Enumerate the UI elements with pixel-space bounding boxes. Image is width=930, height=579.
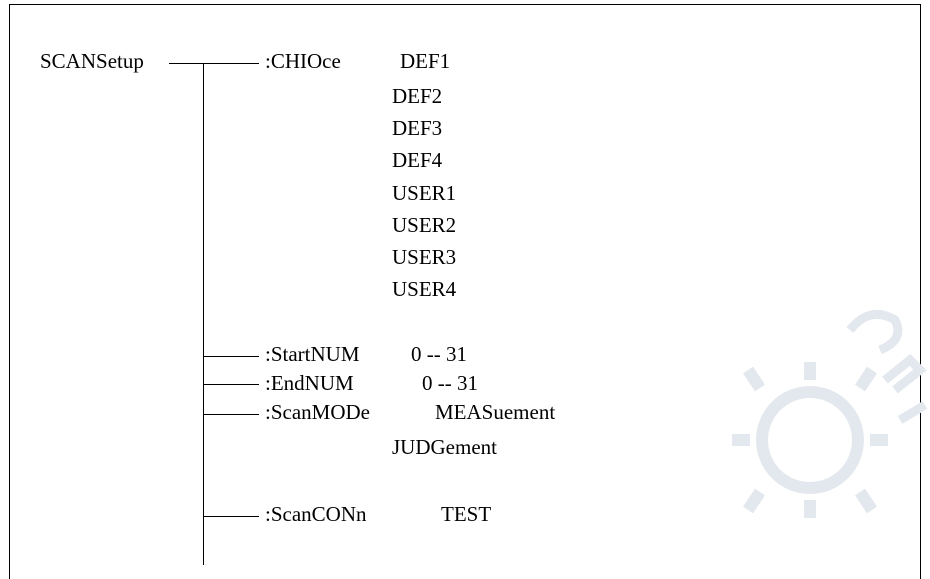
chioce-option-user1: USER1 bbox=[392, 181, 457, 205]
command-scanmode: :ScanMODe bbox=[265, 400, 370, 424]
command-scanconn: :ScanCONn bbox=[265, 502, 367, 526]
root-connector bbox=[169, 63, 204, 64]
chioce-option-user3: USER3 bbox=[392, 245, 457, 269]
tree-trunk bbox=[203, 63, 204, 565]
branch-scanconn bbox=[203, 516, 259, 517]
scanmode-option-judgement: JUDGement bbox=[392, 435, 497, 459]
branch-startnum bbox=[203, 356, 259, 357]
chioce-option-def2: DEF2 bbox=[392, 84, 443, 108]
command-startnum: :StartNUM bbox=[265, 342, 360, 366]
chioce-option-user2: USER2 bbox=[392, 213, 457, 237]
diagram-frame bbox=[9, 4, 921, 579]
chioce-option-def4: DEF4 bbox=[392, 148, 443, 172]
gear-watermark-icon bbox=[732, 309, 928, 518]
chioce-option-user4: USER4 bbox=[392, 277, 457, 301]
branch-chioce bbox=[203, 63, 259, 64]
command-endnum: :EndNUM bbox=[265, 371, 354, 395]
branch-endnum bbox=[203, 384, 259, 385]
scanmode-option-measuement: MEASuement bbox=[435, 400, 556, 424]
branch-scanmode bbox=[203, 414, 259, 415]
scanconn-option-test: TEST bbox=[441, 502, 492, 526]
command-chioce: :CHIOce bbox=[265, 49, 341, 73]
root-command: SCANSetup bbox=[40, 49, 144, 73]
startnum-range: 0 -- 31 bbox=[411, 342, 467, 366]
endnum-range: 0 -- 31 bbox=[422, 371, 478, 395]
chioce-option-def3: DEF3 bbox=[392, 116, 443, 140]
chioce-option-def1: DEF1 bbox=[400, 49, 451, 73]
